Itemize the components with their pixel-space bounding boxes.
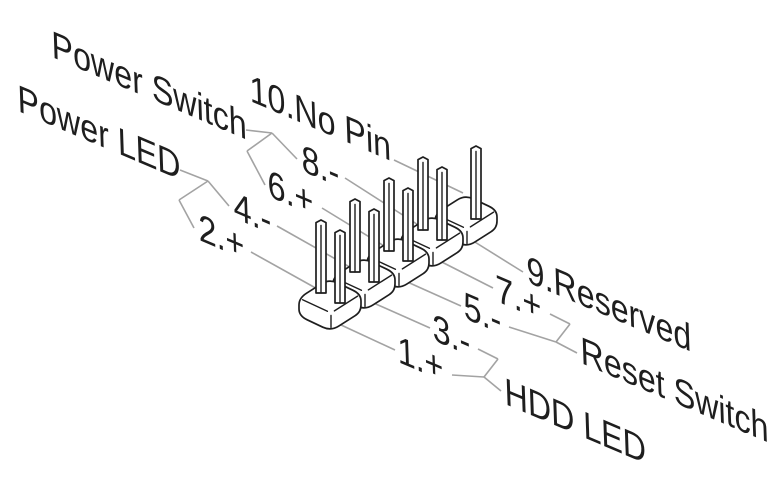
bracket-arm <box>271 132 298 160</box>
pin-4 <box>349 198 361 273</box>
power-switch-bracket <box>245 129 298 186</box>
pin-1 <box>334 229 346 304</box>
hdd-led-bracket <box>451 348 502 392</box>
bracket-spine <box>483 358 499 378</box>
pin-8 <box>417 156 429 231</box>
bracket-spine <box>246 132 273 152</box>
pin-9 <box>470 145 482 220</box>
bracket-stub <box>483 376 502 392</box>
bracket-arm <box>549 313 571 325</box>
bracket-spine <box>178 180 209 201</box>
pin-3 <box>368 208 380 283</box>
pin-2 <box>315 219 327 294</box>
bracket-spine <box>555 323 571 343</box>
bracket-arm <box>451 374 485 378</box>
bracket-arm <box>246 150 266 186</box>
bracket-arm <box>178 199 195 229</box>
bracket-stub <box>555 341 578 354</box>
bracket-stub <box>179 169 209 182</box>
pin-6 <box>383 177 395 252</box>
leader-lines <box>178 129 578 392</box>
bracket-arm <box>508 326 557 343</box>
bracket-stub <box>245 129 273 134</box>
pin-7 <box>436 166 448 241</box>
power-led-bracket <box>178 169 230 229</box>
bracket-arm <box>207 180 230 207</box>
reset-switch-bracket <box>508 313 578 354</box>
pin-5 <box>402 187 414 262</box>
bracket-arm <box>477 348 499 360</box>
leader-line-pin2 <box>250 251 322 292</box>
